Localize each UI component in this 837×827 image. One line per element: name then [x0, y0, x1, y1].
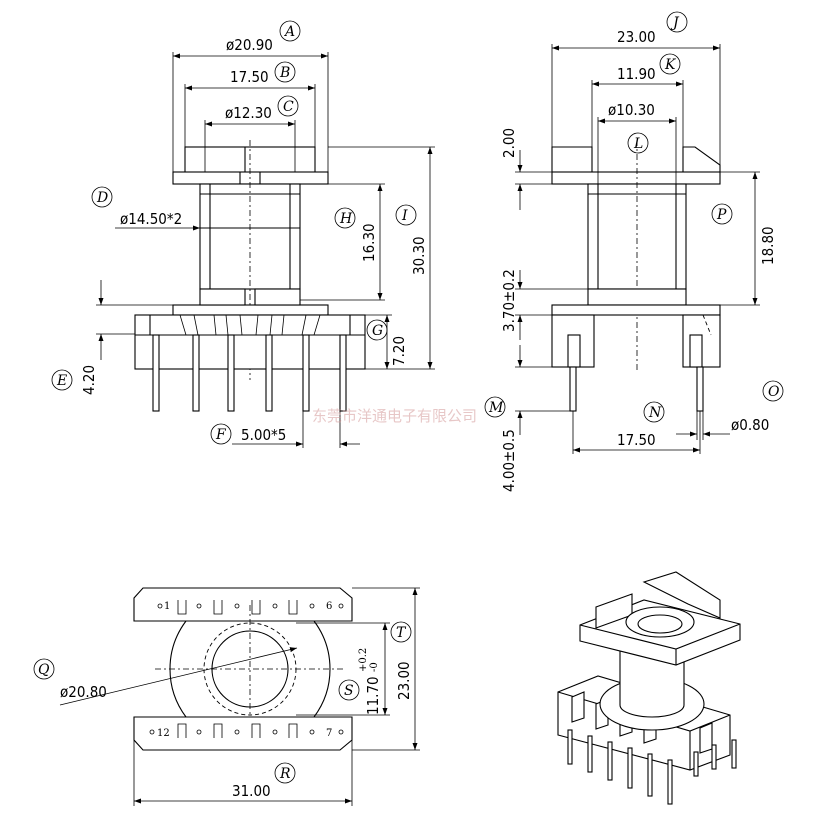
pin-label-1: 1: [164, 601, 170, 612]
label-b: B: [279, 65, 290, 81]
dim-l-value: ø10.30: [608, 101, 655, 119]
label-d: D: [96, 190, 108, 206]
label-e: E: [56, 373, 67, 389]
dim-t-value: 23.00: [395, 661, 413, 700]
dim-r-value: 31.00: [232, 782, 271, 800]
dim-s-tol-lower: -0: [369, 662, 380, 672]
iso-pins: [567, 729, 737, 805]
label-q: Q: [38, 662, 50, 678]
label-p: P: [716, 207, 727, 223]
label-s: S: [344, 683, 354, 699]
dim-d-value: ø14.50*2: [120, 210, 182, 228]
watermark-text: 东莞市洋通电子有限公司: [312, 407, 477, 425]
dim-n-value: 17.50: [617, 431, 656, 449]
front-pins: [152, 334, 347, 412]
side-view: 23.00 J 11.90 K ø10.30 L 2.00 18.80 P: [484, 11, 784, 492]
dim-flange-height: 3.70±0.2: [500, 269, 518, 332]
pin-label-12: 12: [157, 728, 170, 739]
side-bottom-flange: [551, 304, 721, 316]
dim-s-tol-upper: +0.2: [358, 648, 369, 672]
dim-p-value: 18.80: [759, 226, 777, 265]
dim-q-value: ø20.80: [60, 683, 107, 701]
dim-h-value: 16.30: [360, 223, 378, 262]
label-t: T: [396, 625, 407, 641]
isometric-view: [557, 571, 741, 805]
dim-c-value: ø12.30: [225, 104, 272, 122]
front-view: ø20.90 A 17.50 B ø12.30 C D ø14.50*2 16.…: [51, 20, 435, 448]
label-o: O: [768, 384, 780, 400]
side-top-flange: [551, 146, 593, 173]
label-k: K: [664, 57, 677, 73]
top-rail-upper: [133, 587, 353, 622]
top-view: 1 6 12 7 ø20.80 Q 11.70: [33, 587, 420, 806]
dim-j-value: 23.00: [617, 28, 656, 46]
dim-i-value: 30.30: [410, 236, 428, 275]
dim-e-value: 4.20: [80, 365, 98, 395]
dim-k-value: 11.90: [617, 65, 656, 83]
dim-a-value: ø20.90: [226, 36, 273, 54]
label-l: L: [633, 136, 643, 152]
label-n: N: [648, 405, 662, 421]
label-g: G: [372, 323, 383, 339]
dim-f-value: 5.00*5: [241, 426, 286, 444]
front-base: [134, 314, 366, 370]
label-m: M: [488, 400, 504, 416]
pin-label-7: 7: [326, 728, 332, 739]
front-top-flange-lip: [172, 171, 329, 185]
dim-b-value: 17.50: [230, 68, 269, 86]
label-f: F: [215, 427, 227, 443]
label-j: J: [670, 15, 680, 31]
front-bottom-flange: [172, 304, 329, 316]
label-a: A: [283, 24, 295, 40]
dim-o-value: ø0.80: [731, 416, 769, 434]
label-c: C: [283, 99, 294, 115]
label-i: I: [401, 208, 408, 224]
label-r: R: [279, 766, 291, 782]
label-h: H: [339, 211, 353, 227]
pin-label-6: 6: [326, 601, 332, 612]
dim-m-value: 4.00±0.5: [500, 429, 518, 492]
dim-top-thickness: 2.00: [500, 128, 518, 158]
dim-s-value: 11.70: [364, 676, 382, 715]
dim-g-value: 7.20: [390, 336, 408, 366]
